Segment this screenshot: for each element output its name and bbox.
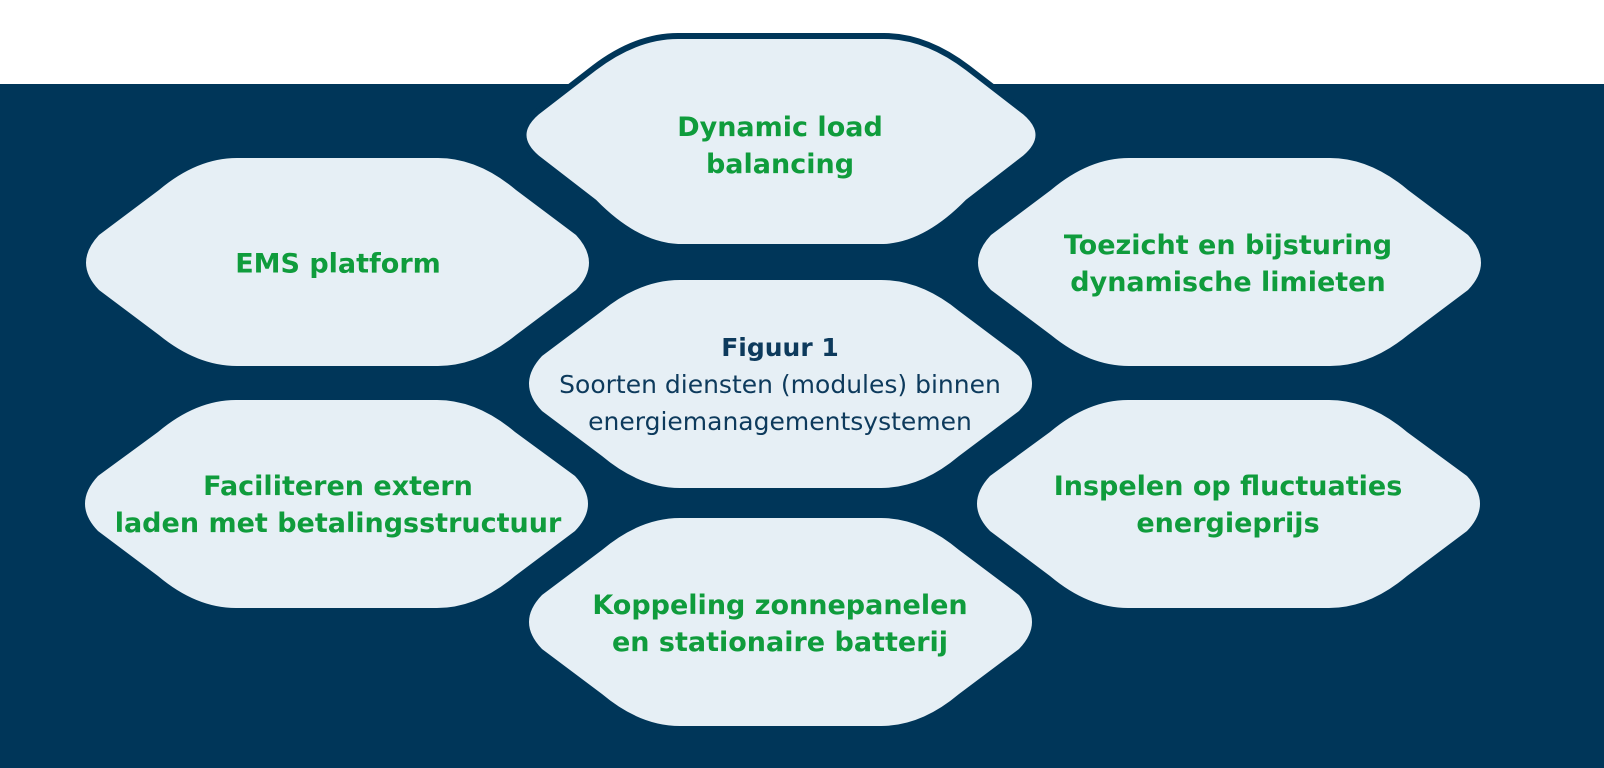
- figure-subtitle-line: energiemanagementsystemen: [588, 407, 972, 436]
- module-toezicht-bijsturing: Toezicht en bijsturing dynamische limiet…: [998, 227, 1458, 301]
- hexagon-center: [529, 280, 1032, 488]
- module-label-line: Inspelen op fluctuaties: [1053, 471, 1403, 502]
- module-dynamic-load-balancing: Dynamic load balancing: [550, 109, 1010, 183]
- module-label-line: Toezicht en bijsturing: [1063, 230, 1393, 261]
- module-ems-platform: EMS platform: [108, 246, 568, 283]
- hexagon-bottom: [529, 518, 1032, 726]
- module-label-line: Dynamic load: [677, 112, 883, 143]
- module-label-line: balancing: [705, 149, 855, 180]
- module-inspelen-fluctuaties: Inspelen op fluctuaties energieprijs: [998, 468, 1458, 542]
- module-label-line: Faciliteren extern: [203, 471, 473, 502]
- figure-caption: Figuur 1 Soorten diensten (modules) binn…: [545, 330, 1015, 440]
- hexagon-lower-right: [977, 400, 1480, 608]
- hexagon-lower-left: [85, 400, 588, 608]
- module-koppeling-zonnepanelen: Koppeling zonnepanelen en stationaire ba…: [550, 587, 1010, 661]
- module-label-line: dynamische limieten: [1070, 267, 1386, 298]
- module-faciliteren-extern-laden: Faciliteren extern laden met betalingsst…: [108, 468, 568, 542]
- hexagon-upper-right: [978, 158, 1481, 366]
- module-label-line: energieprijs: [1136, 508, 1320, 539]
- hexagon-top: [520, 33, 1042, 250]
- module-label-line: EMS platform: [235, 248, 441, 280]
- figure-subtitle-line: Soorten diensten (modules) binnen: [559, 370, 1001, 399]
- figure-title: Figuur 1: [721, 333, 839, 362]
- module-label-line: en stationaire batterij: [611, 627, 949, 658]
- module-label-line: Koppeling zonnepanelen: [592, 590, 968, 621]
- hexagon-upper-left: [86, 158, 589, 366]
- module-label-line: laden met betalingsstructuur: [114, 508, 562, 539]
